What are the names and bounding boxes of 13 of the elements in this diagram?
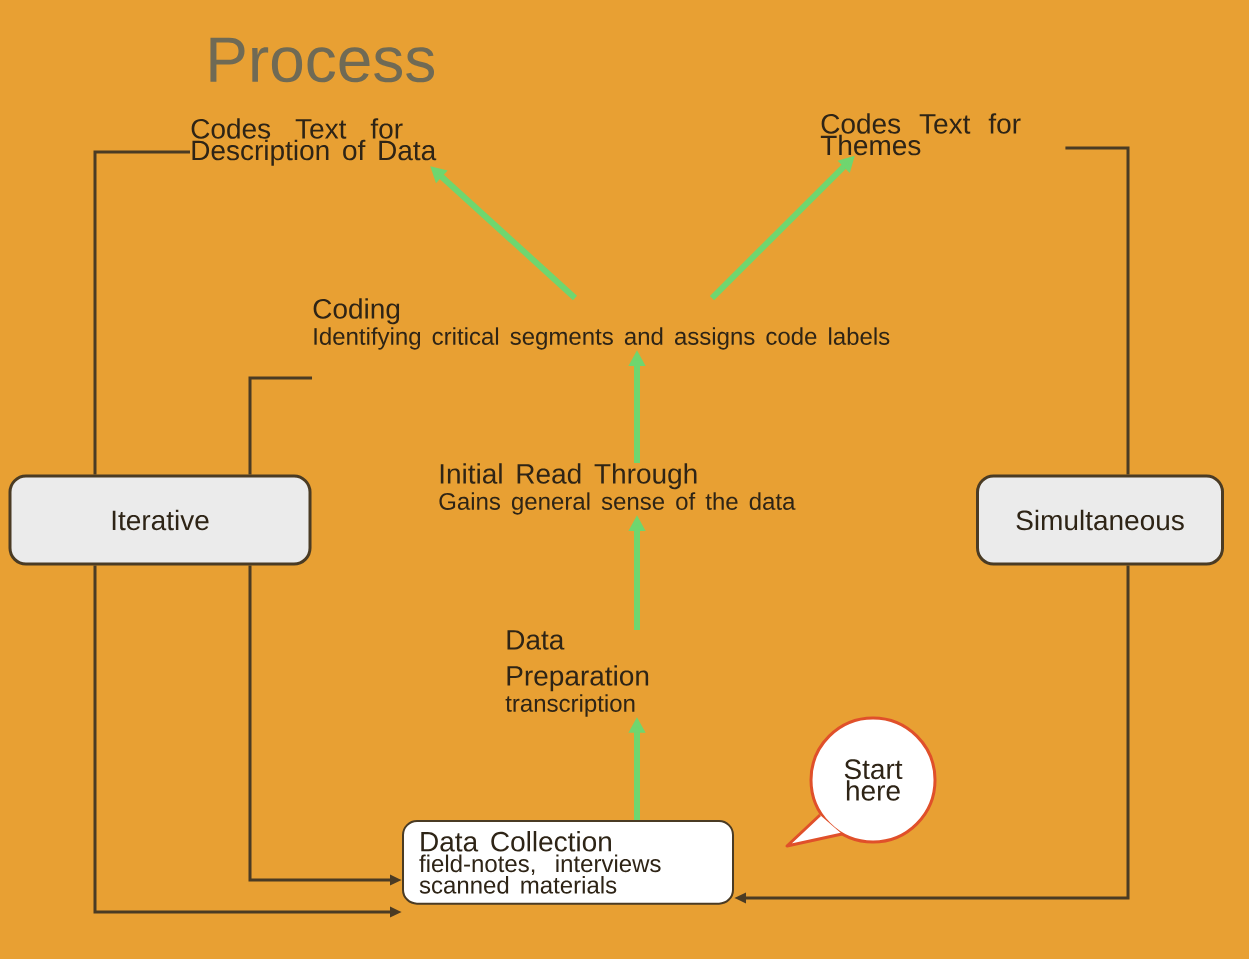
- rounded-box: Iterative: [8, 474, 312, 566]
- connector-line: [1065, 146, 1130, 475]
- rounded-box: Simultaneous: [976, 474, 1224, 566]
- node-text: Data Preparation transcription: [505, 630, 649, 717]
- rounded-box: Data Collection field-notes, interviews scanned materials: [402, 820, 734, 905]
- connector-line: [93, 150, 190, 475]
- node-text: Codes Text for Description of Data: [191, 118, 437, 166]
- node-text: Initial Read Through Gains general sense of the data: [439, 463, 796, 515]
- connector-line: [248, 376, 312, 475]
- speech-bubble: Start here: [785, 716, 937, 848]
- title: Process: [210, 37, 435, 83]
- node-text: Codes Text for Themes: [820, 113, 1021, 156]
- node-text: Coding Identifying critical segments and assigns code labels: [313, 298, 890, 350]
